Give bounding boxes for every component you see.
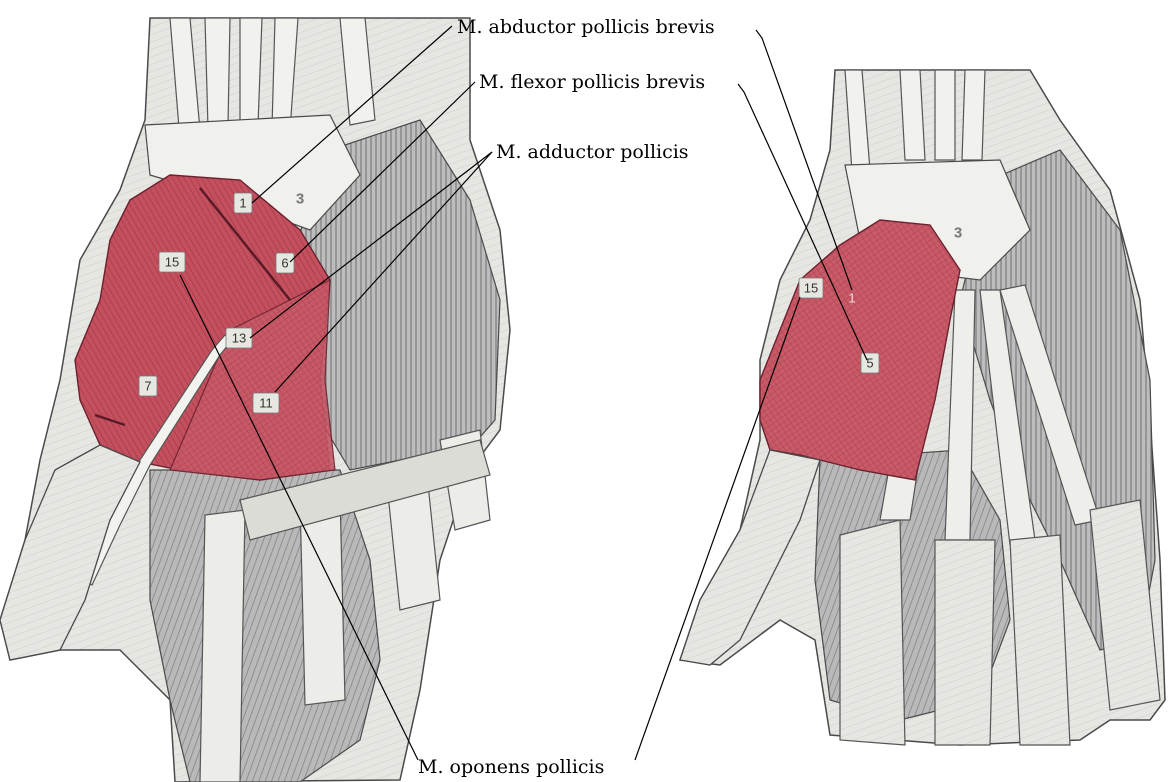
left-number-1: 1 [234, 193, 252, 213]
left-number-11: 11 [253, 393, 279, 413]
right-number-15: 15 [799, 278, 823, 298]
label-abductor-pollicis-brevis: M. abductor pollicis brevis [457, 16, 715, 38]
svg-text:13: 13 [232, 331, 246, 346]
svg-text:3: 3 [296, 191, 304, 208]
left-number-13: 13 [226, 328, 252, 348]
svg-text:5: 5 [866, 356, 873, 371]
svg-text:11: 11 [259, 396, 273, 411]
left-number-15: 15 [159, 252, 185, 272]
svg-text:15: 15 [165, 255, 179, 270]
svg-text:15: 15 [804, 281, 818, 296]
left-number-6: 6 [276, 253, 294, 273]
right-number-5: 5 [861, 353, 879, 373]
left-number-3: 3 [296, 191, 304, 208]
left-hand-illustration: 1 3 6 15 13 7 11 [0, 18, 510, 782]
right-number-3: 3 [954, 225, 962, 242]
left-number-7: 7 [139, 376, 157, 396]
svg-text:1: 1 [848, 291, 855, 306]
label-flexor-pollicis-brevis: M. flexor pollicis brevis [479, 71, 705, 93]
label-adductor-pollicis: M. adductor pollicis [496, 141, 689, 163]
svg-text:7: 7 [144, 379, 151, 394]
right-number-1: 1 [848, 291, 855, 306]
svg-text:3: 3 [954, 225, 962, 242]
svg-text:1: 1 [239, 196, 246, 211]
label-oponens-pollicis: M. oponens pollicis [418, 756, 604, 778]
right-hand-illustration: 3 15 1 5 [680, 70, 1165, 745]
svg-text:6: 6 [281, 256, 288, 271]
